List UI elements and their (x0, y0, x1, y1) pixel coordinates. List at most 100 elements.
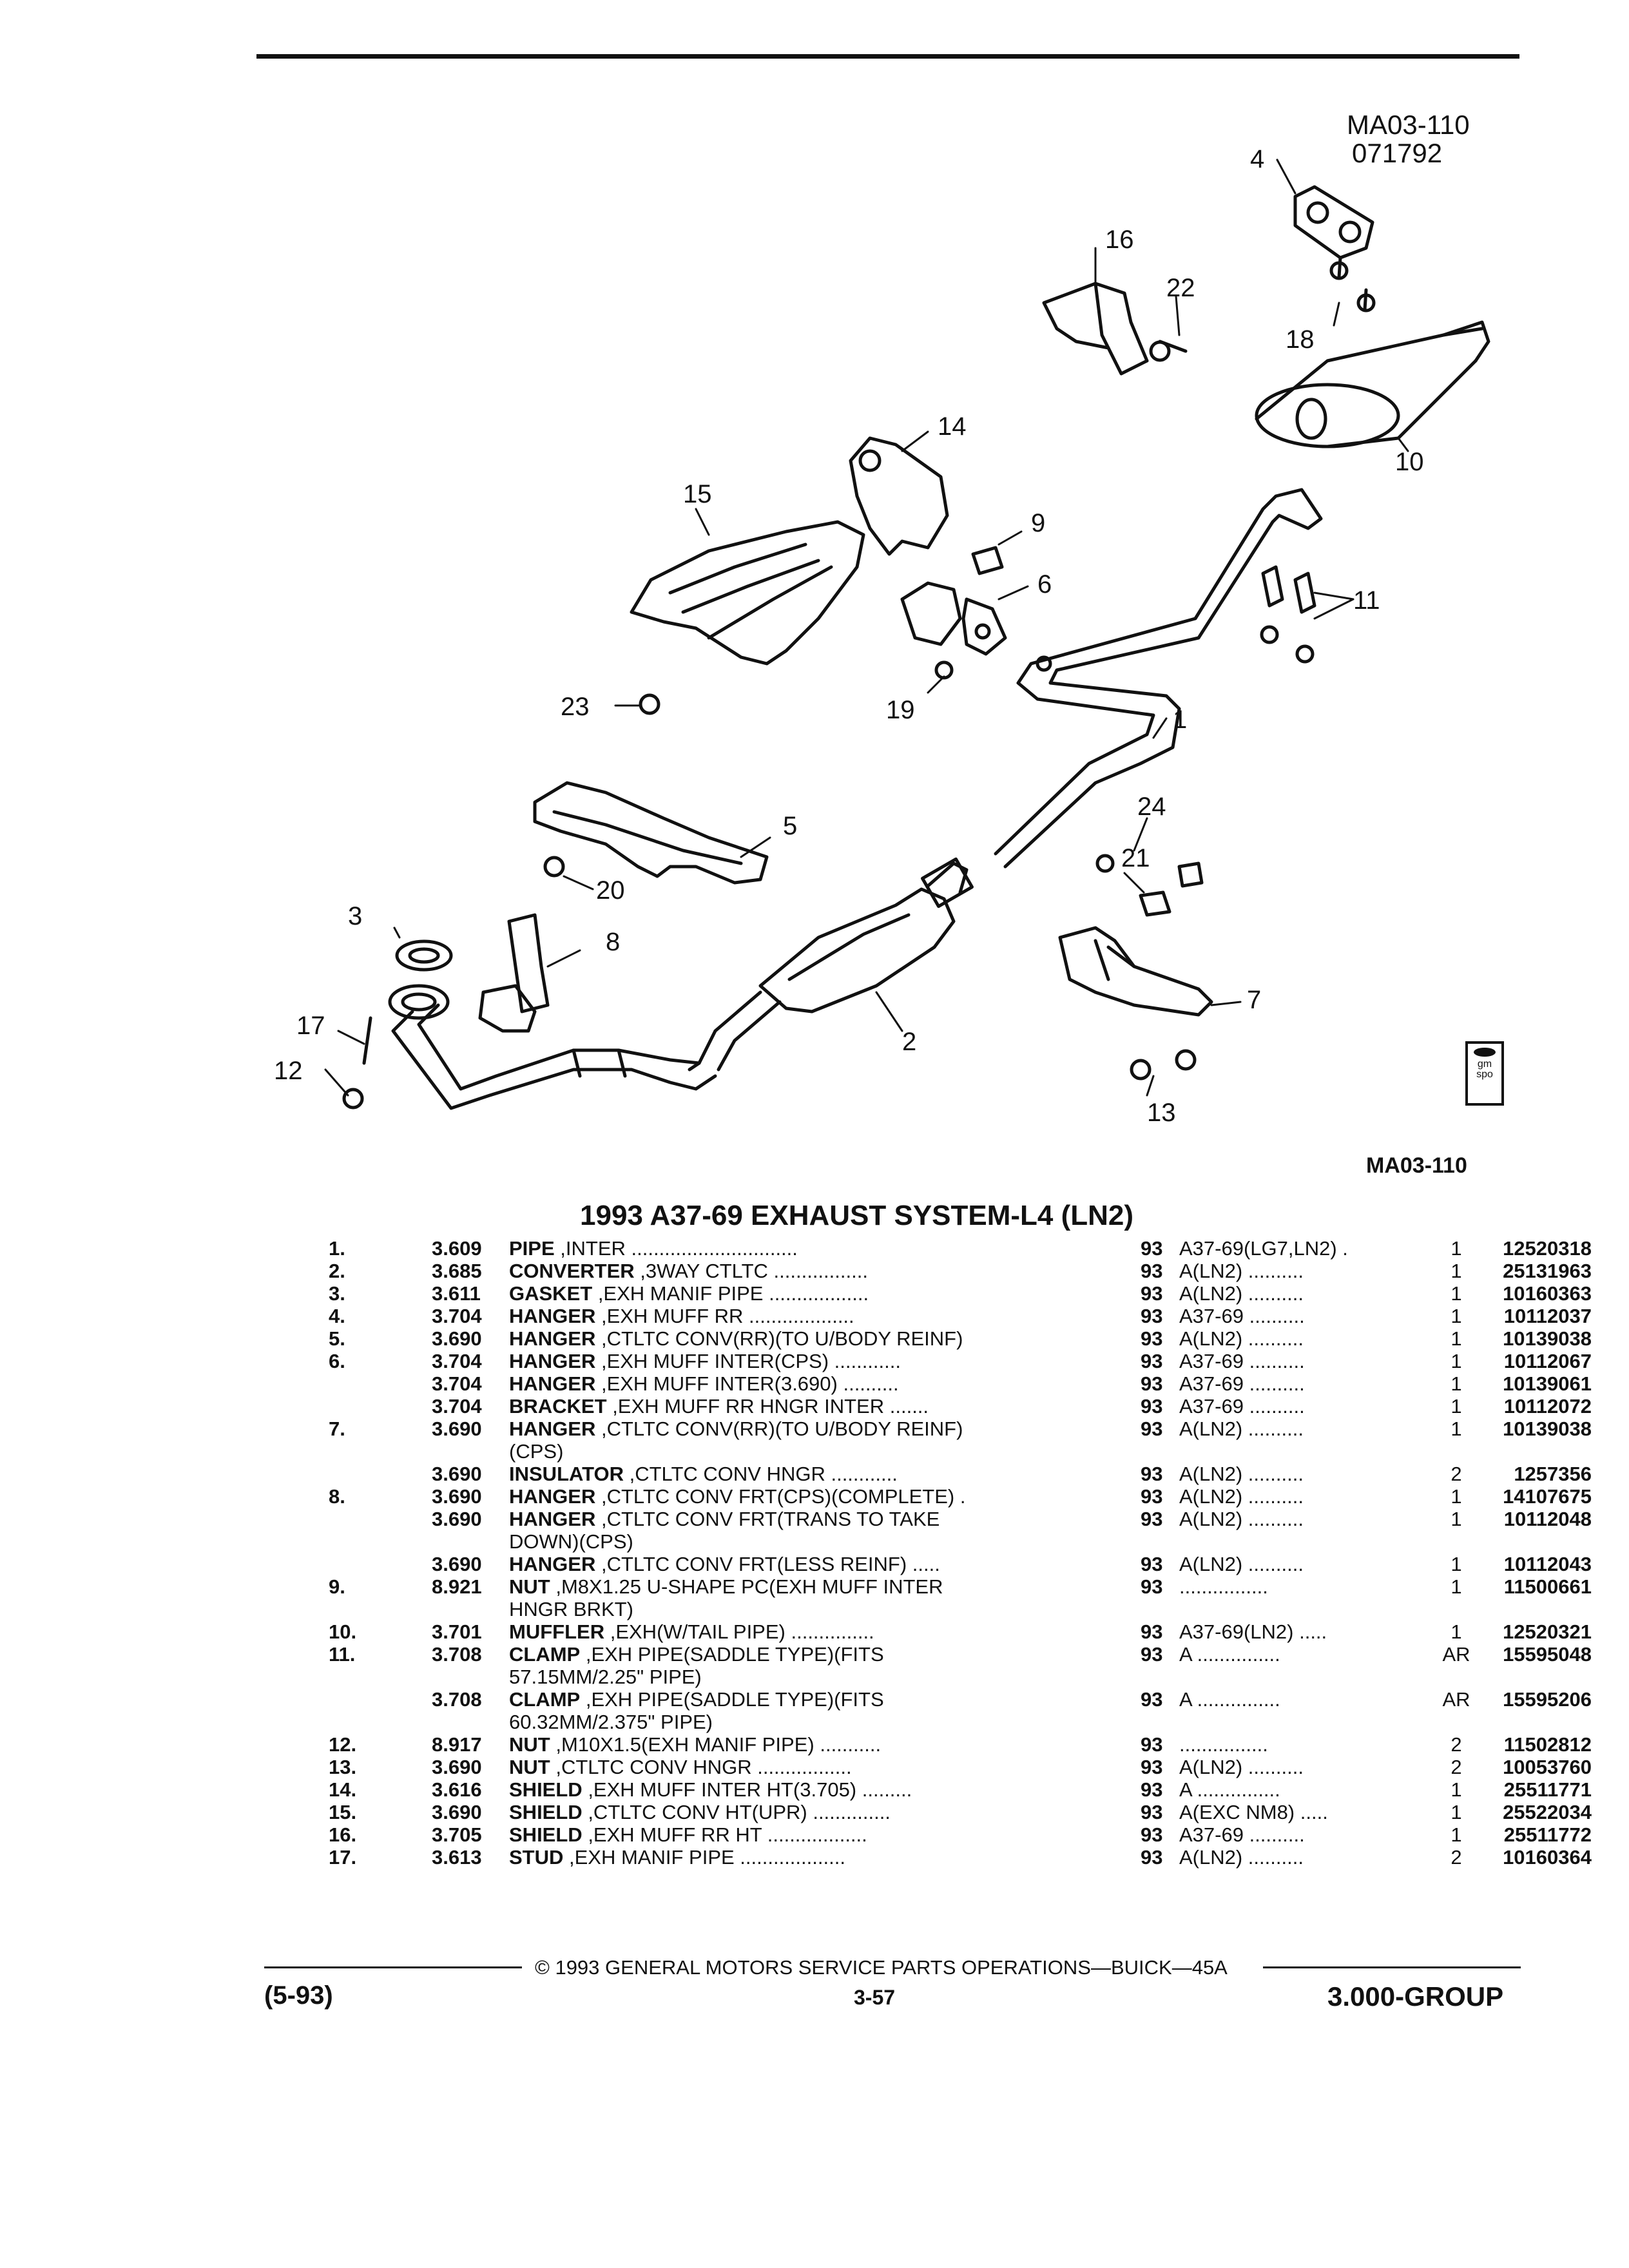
model-year: 93 (1141, 1733, 1163, 1756)
part-number: 25131963 (1503, 1260, 1592, 1282)
quantity: 1 (1451, 1395, 1462, 1418)
part-number: 11500661 (1503, 1575, 1592, 1598)
manifold-pipe (342, 939, 717, 1110)
group-number: 3.708 (432, 1643, 482, 1666)
diagram-code-number: MA03-110 (1347, 110, 1470, 140)
part-description: INSULATOR ,CTLTC CONV HNGR ............ (509, 1463, 1141, 1485)
part-detail: ,CTLTC CONV(RR)(TO U/BODY REINF) (601, 1418, 963, 1440)
part-number: 12520318 (1503, 1237, 1592, 1260)
item-number: 6. (329, 1350, 345, 1372)
part-detail: ,M8X1.25 U-SHAPE PC(EXH MUFF INTER (555, 1575, 943, 1598)
part-detail: ,INTER .............................. (560, 1237, 798, 1260)
copyright: © 1993 GENERAL MOTORS SERVICE PARTS OPER… (535, 1956, 1228, 1979)
model-year: 93 (1141, 1327, 1163, 1350)
part-detail-continued: 60.32MM/2.375" PIPE) (509, 1711, 713, 1733)
model-year: 93 (1141, 1620, 1163, 1643)
group-number: 3.704 (432, 1350, 482, 1372)
part-number: 10112048 (1503, 1508, 1592, 1530)
part-detail: ,CTLTC CONV FRT(TRANS TO TAKE (601, 1508, 940, 1530)
quantity: 1 (1451, 1801, 1462, 1823)
item-number: 4. (329, 1305, 345, 1327)
part-number: 12520321 (1503, 1620, 1592, 1643)
model-usage: A(LN2) .......... (1179, 1756, 1304, 1778)
part-name: SHIELD (509, 1778, 583, 1801)
leader-lines (324, 159, 1409, 1097)
part-number: 10160364 (1503, 1846, 1592, 1869)
model-usage: A(LN2) .......... (1179, 1260, 1304, 1282)
group-number: 3.701 (432, 1620, 482, 1643)
catalytic-converter (688, 857, 974, 1072)
model-usage: ................ (1179, 1575, 1268, 1598)
part-detail: ,EXH PIPE(SADDLE TYPE)(FITS (585, 1688, 884, 1711)
part-number: 25511772 (1503, 1823, 1592, 1846)
part-name: SHIELD (509, 1823, 583, 1846)
item-number: 3. (329, 1282, 345, 1305)
part-description: MUFFLER ,EXH(W/TAIL PIPE) ..............… (509, 1620, 1141, 1643)
part-name: CONVERTER (509, 1260, 635, 1282)
callout-24: 24 (1137, 793, 1166, 821)
gm-spo-logo: gm spo (1465, 1041, 1504, 1106)
part-number: 10112043 (1503, 1553, 1592, 1575)
parts-row: 11. 3.708 CLAMP ,EXH PIPE(SADDLE TYPE)(FIT… (284, 1643, 1592, 1688)
callout-9: 9 (1031, 509, 1045, 537)
part-name: GASKET (509, 1282, 593, 1305)
part-description: HANGER ,CTLTC CONV FRT(CPS)(COMPLETE) . (509, 1485, 1141, 1508)
model-year: 93 (1141, 1575, 1163, 1598)
model-year: 93 (1141, 1305, 1163, 1327)
group-number: 3.704 (432, 1372, 482, 1395)
part-detail: ,EXH MANIF PIPE ................... (569, 1846, 845, 1869)
part-detail: ,CTLTC CONV HT(UPR) .............. (588, 1801, 891, 1823)
callout-10: 10 (1395, 448, 1424, 476)
model-usage: A37-69(LN2) ..... (1179, 1620, 1327, 1643)
part-detail: ,EXH(W/TAIL PIPE) ............... (610, 1620, 874, 1643)
item-number: 15. (329, 1801, 357, 1823)
item-number: 11. (329, 1643, 356, 1666)
quantity: 1 (1451, 1282, 1462, 1305)
model-usage: A(EXC NM8) ..... (1179, 1801, 1328, 1823)
item-number: 14. (329, 1778, 357, 1801)
model-year: 93 (1141, 1553, 1163, 1575)
model-usage: A(LN2) .......... (1179, 1508, 1304, 1530)
callout-7: 7 (1247, 986, 1261, 1014)
group-number: 3.690 (432, 1485, 482, 1508)
part-description: STUD ,EXH MANIF PIPE ................... (509, 1846, 1141, 1869)
diagram-date: 071792 (1352, 138, 1443, 168)
callout-2: 2 (902, 1028, 916, 1056)
quantity: 1 (1451, 1575, 1462, 1598)
callout-1: 1 (1173, 706, 1187, 734)
item-number: 8. (329, 1485, 345, 1508)
quantity: 1 (1451, 1327, 1462, 1350)
model-usage: A ............... (1179, 1688, 1280, 1711)
part-description: HANGER ,EXH MUFF RR ................... (509, 1305, 1141, 1327)
quantity: AR (1442, 1643, 1470, 1666)
part-name: HANGER (509, 1327, 596, 1350)
part-description: HANGER ,CTLTC CONV FRT(LESS REINF) ..... (509, 1553, 1141, 1575)
model-year: 93 (1141, 1756, 1163, 1778)
part-number: 10112037 (1503, 1305, 1592, 1327)
part-detail: ,CTLTC CONV HNGR ............ (629, 1463, 898, 1485)
model-year: 93 (1141, 1846, 1163, 1869)
group-number: 3.690 (432, 1327, 482, 1350)
model-year: 93 (1141, 1643, 1163, 1666)
part-description: HANGER ,EXH MUFF INTER(3.690) .......... (509, 1372, 1141, 1395)
part-description: PIPE ,INTER ............................… (509, 1237, 1141, 1260)
item-number (284, 1372, 432, 1395)
item-number: 16. (329, 1823, 357, 1846)
part-name: NUT (509, 1575, 550, 1598)
part-description: NUT ,CTLTC CONV HNGR ................. (509, 1756, 1141, 1778)
part-detail: ,EXH PIPE(SADDLE TYPE)(FITS (585, 1643, 884, 1666)
group-label: 3.000-GROUP (1327, 1981, 1504, 2012)
callout-18: 18 (1286, 325, 1315, 354)
part-description: HANGER ,CTLTC CONV(RR)(TO U/BODY REINF) (509, 1327, 1141, 1350)
part-name: HANGER (509, 1508, 596, 1530)
